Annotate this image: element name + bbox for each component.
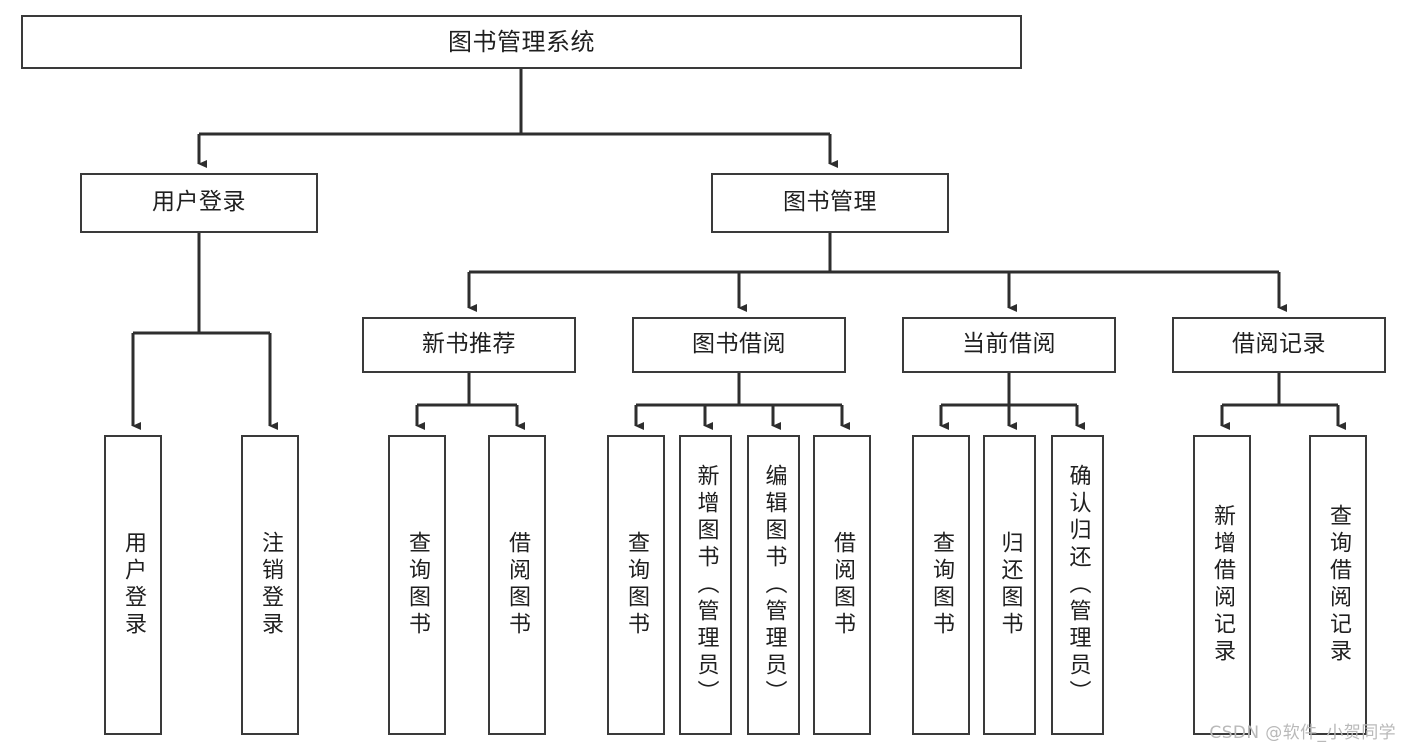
node-leaf-edit-book[interactable]: 编辑图书（管理员） [747,435,800,735]
node-borrow-record[interactable]: 借阅记录 [1172,317,1386,373]
node-leaf-query-book-3-label: 查询图书 [929,531,954,639]
node-new-book-recommend-label: 新书推荐 [422,331,516,358]
node-leaf-borrow-book-2-label: 借阅图书 [830,531,855,639]
node-leaf-add-record[interactable]: 新增借阅记录 [1193,435,1251,735]
node-leaf-confirm-return-label: 确认归还（管理员） [1065,463,1091,707]
node-leaf-edit-book-label: 编辑图书（管理员） [761,463,787,707]
node-leaf-query-book-3[interactable]: 查询图书 [912,435,970,735]
node-leaf-user-logout-label: 注销登录 [258,531,283,639]
node-current-borrow-label: 当前借阅 [962,331,1056,358]
node-leaf-return-book[interactable]: 归还图书 [983,435,1036,735]
node-borrow-record-label: 借阅记录 [1232,331,1326,358]
node-leaf-add-book-label: 新增图书（管理员） [693,463,719,707]
node-leaf-query-book-2-label: 查询图书 [624,531,649,639]
node-user-login-label: 用户登录 [152,189,246,216]
node-leaf-add-record-label: 新增借阅记录 [1210,504,1235,666]
node-root-label: 图书管理系统 [448,27,595,56]
node-leaf-confirm-return[interactable]: 确认归还（管理员） [1051,435,1104,735]
node-leaf-query-book-1-label: 查询图书 [405,531,430,639]
node-leaf-query-record[interactable]: 查询借阅记录 [1309,435,1367,735]
node-leaf-borrow-book-1[interactable]: 借阅图书 [488,435,546,735]
node-current-borrow[interactable]: 当前借阅 [902,317,1116,373]
watermark-text: CSDN @软件_小贺同学 [1209,723,1396,743]
node-new-book-recommend[interactable]: 新书推荐 [362,317,576,373]
node-root[interactable]: 图书管理系统 [21,15,1022,69]
node-leaf-user-logout[interactable]: 注销登录 [241,435,299,735]
node-leaf-query-book-2[interactable]: 查询图书 [607,435,665,735]
node-leaf-return-book-label: 归还图书 [997,531,1023,639]
node-leaf-borrow-book-2[interactable]: 借阅图书 [813,435,871,735]
node-book-borrow[interactable]: 图书借阅 [632,317,846,373]
node-book-manage-label: 图书管理 [783,189,877,216]
node-leaf-user-login-label: 用户登录 [121,531,146,639]
node-leaf-borrow-book-1-label: 借阅图书 [505,531,530,639]
node-leaf-add-book[interactable]: 新增图书（管理员） [679,435,732,735]
node-leaf-user-login[interactable]: 用户登录 [104,435,162,735]
node-user-login[interactable]: 用户登录 [80,173,318,233]
node-leaf-query-book-1[interactable]: 查询图书 [388,435,446,735]
node-leaf-query-record-label: 查询借阅记录 [1326,504,1351,666]
node-book-manage[interactable]: 图书管理 [711,173,949,233]
node-book-borrow-label: 图书借阅 [692,331,786,358]
